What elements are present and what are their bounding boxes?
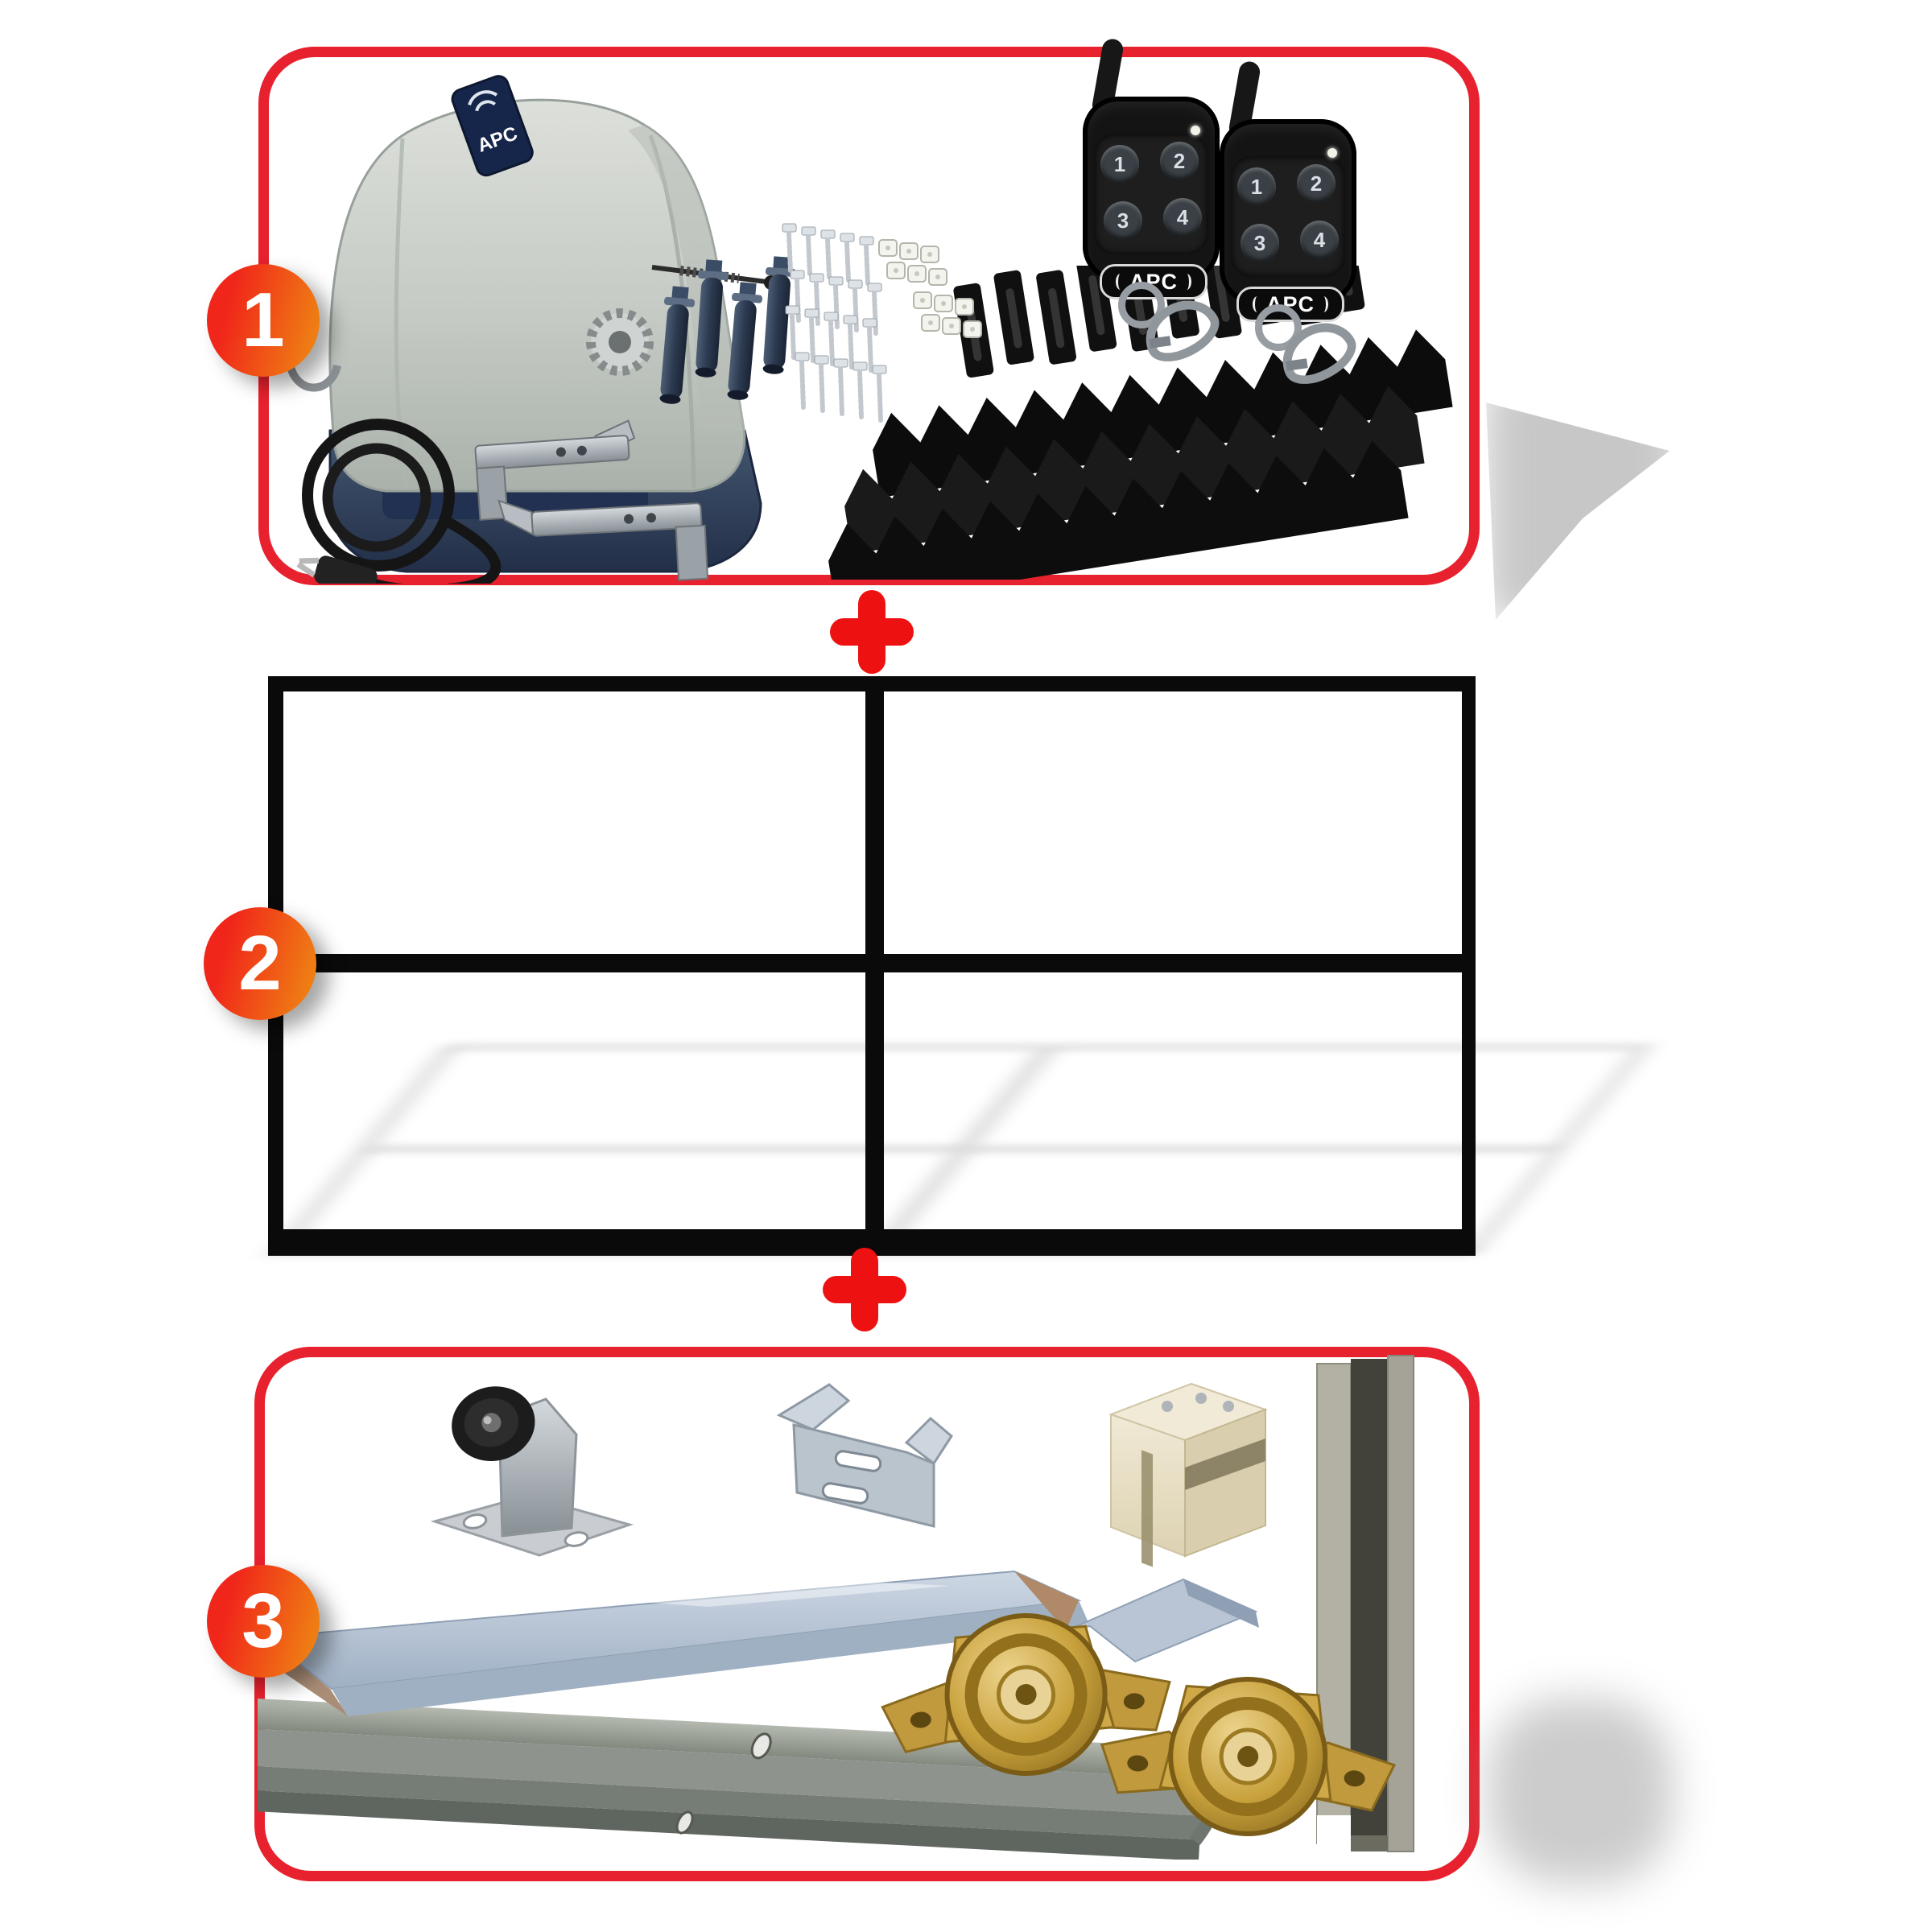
wall-plug-cluster-2 <box>913 291 982 338</box>
remote-button-3: 3 <box>1104 201 1142 240</box>
gate-wheel-1 <box>881 1613 1171 1777</box>
plus-icon <box>823 1248 906 1331</box>
power-cable <box>296 419 502 584</box>
box1-cast-shadow <box>1486 402 1670 620</box>
remote-button-1: 1 <box>1100 145 1139 184</box>
wave-icon <box>1252 296 1262 312</box>
box3-cast-shadow <box>1488 1699 1673 1884</box>
motor-logo-plate: APC <box>451 75 534 177</box>
wave-icon <box>1115 274 1125 290</box>
wave-icon <box>1319 296 1328 312</box>
plus-icon <box>830 590 914 674</box>
gate-wheel-2 <box>1100 1677 1397 1837</box>
screw-cluster-1 <box>782 223 882 336</box>
remote-button-3: 3 <box>1241 224 1279 262</box>
remote-button-2: 2 <box>1297 164 1335 203</box>
remote-button-2: 2 <box>1160 142 1199 180</box>
remote-control-1: 1 2 3 4 APC <box>1083 37 1228 373</box>
step-badge-1: 1 <box>207 264 320 377</box>
gate-motor-and-fixings: APC <box>285 75 982 584</box>
remote-button-1: 1 <box>1237 167 1276 206</box>
step-badge-2: 2 <box>204 907 316 1020</box>
u-guide-bracket <box>776 1383 953 1528</box>
au-plug-icon <box>296 555 378 584</box>
gate-center-stile <box>865 676 884 1256</box>
anchor-bolts <box>659 256 797 404</box>
screw-cluster-2 <box>785 305 887 423</box>
wave-icon <box>1182 274 1191 290</box>
remote-led-icon <box>1191 126 1200 135</box>
remote-button-4: 4 <box>1163 198 1202 237</box>
step-badge-3: 3 <box>207 1565 320 1678</box>
rack-strip-3 <box>828 440 1409 580</box>
remote-button-4: 4 <box>1300 221 1339 259</box>
remote-led-icon <box>1327 148 1337 158</box>
gate-frame <box>268 676 1476 1256</box>
rubber-roller-icon <box>452 1386 535 1462</box>
remote-control-2: 1 2 3 4 APC <box>1220 60 1365 395</box>
motor-gear-icon <box>586 308 654 376</box>
limit-bracket-2 <box>497 499 709 581</box>
keyring-icon <box>1118 282 1165 328</box>
wall-plug-cluster-1 <box>878 239 947 286</box>
nylon-guide-block <box>1108 1382 1268 1567</box>
keyring-icon <box>1255 304 1302 351</box>
gate-end-stop-roller <box>430 1386 634 1557</box>
